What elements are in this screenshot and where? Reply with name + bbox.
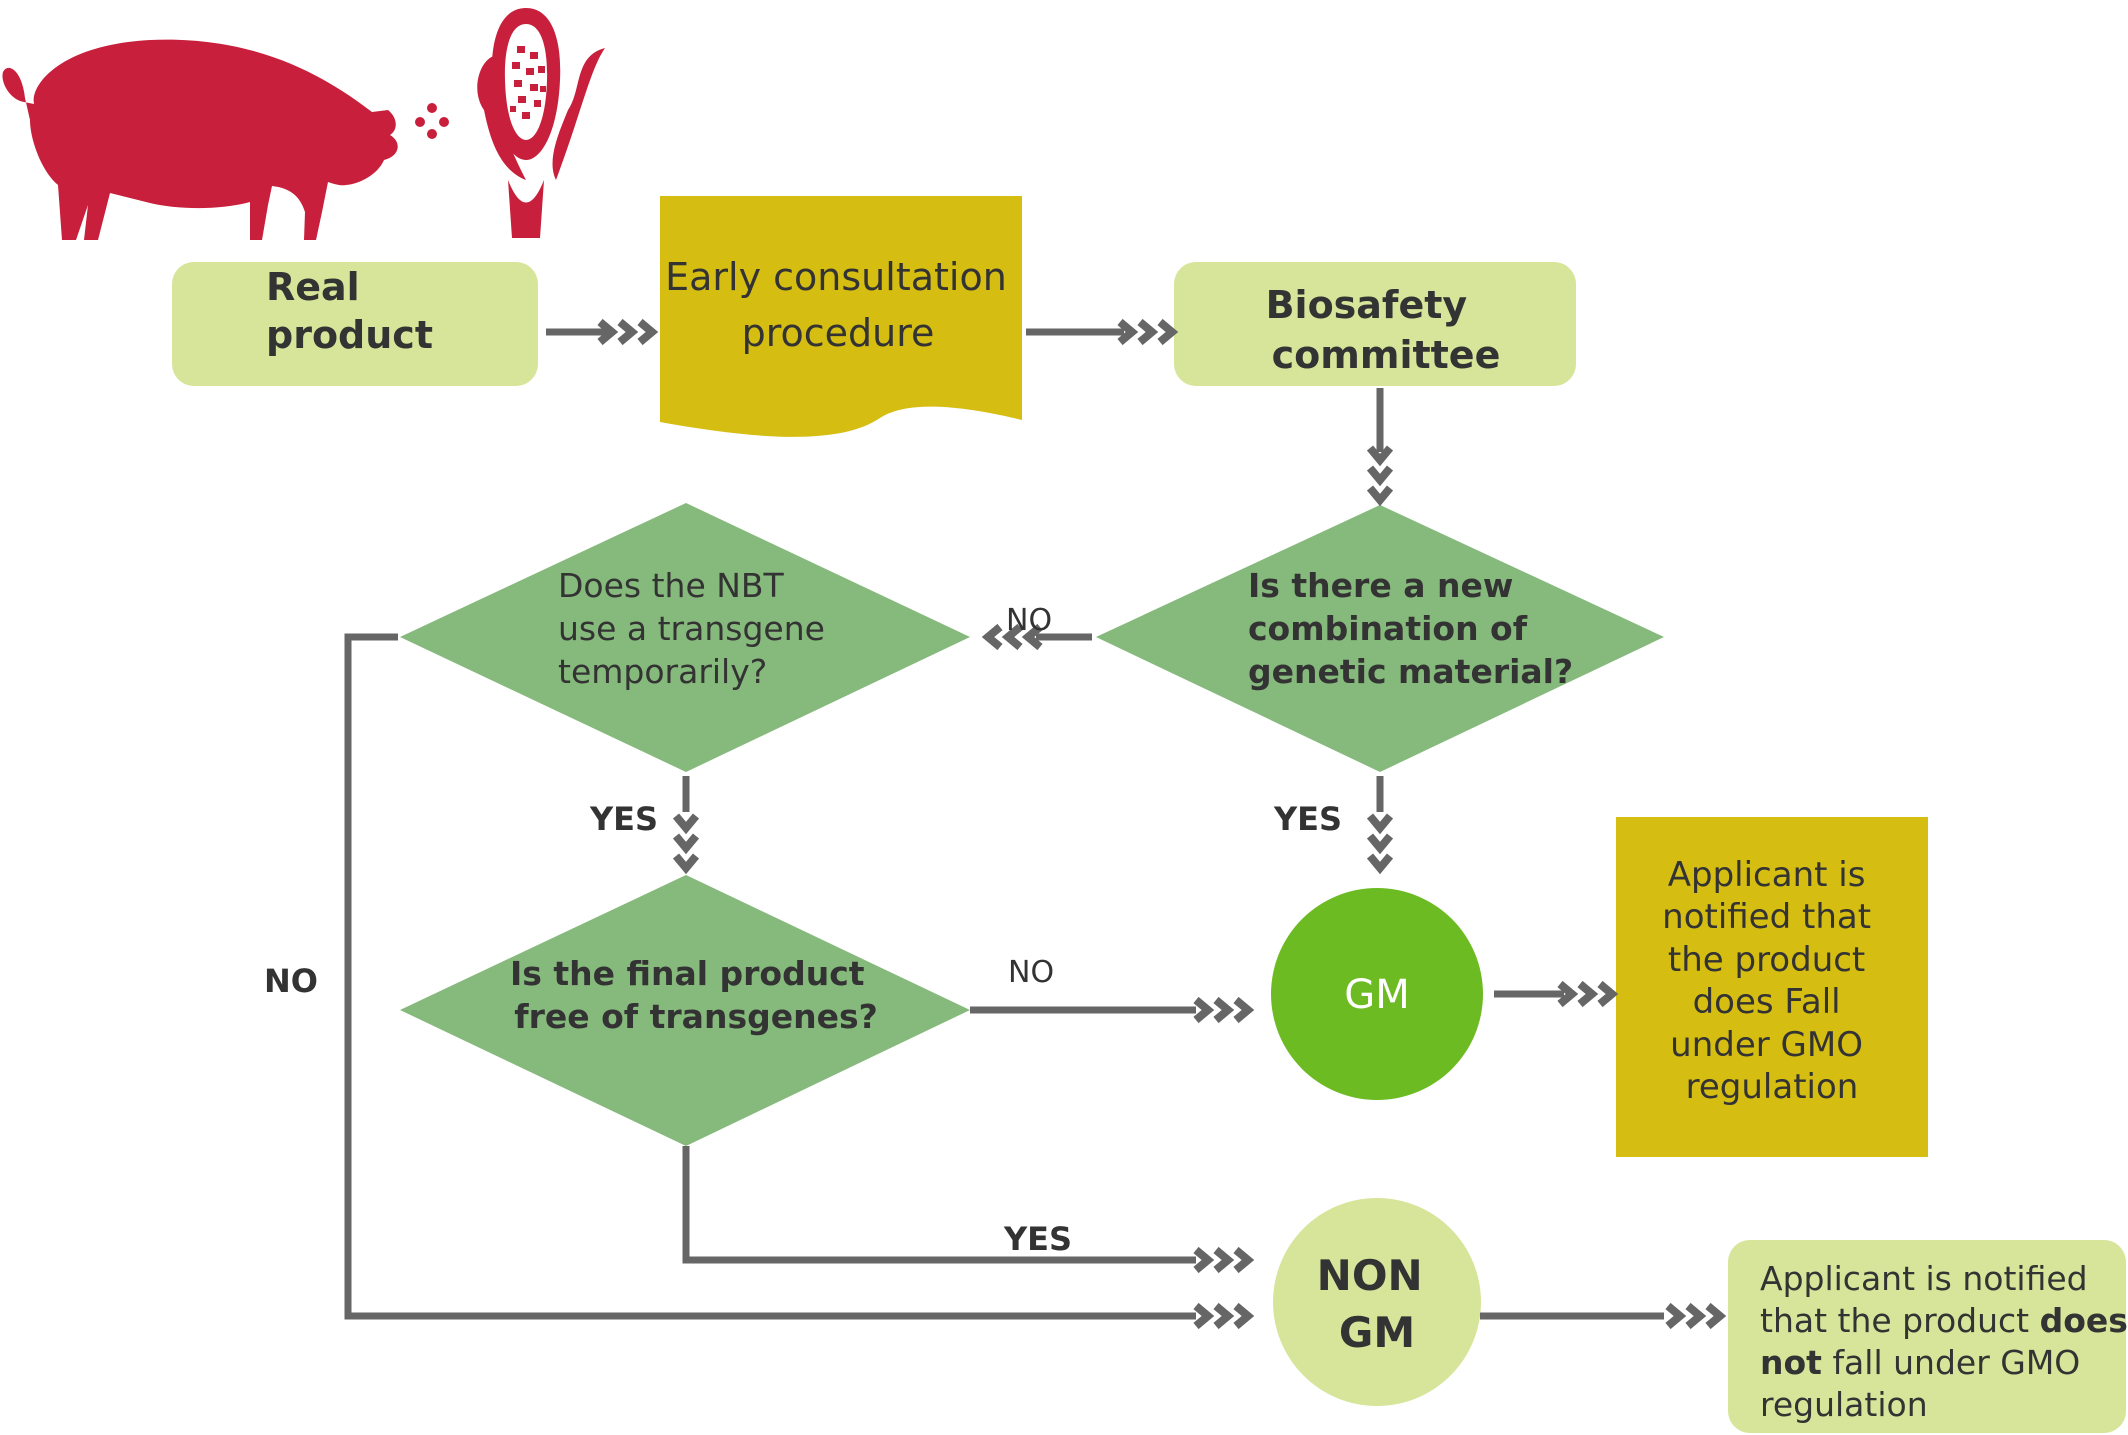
arrow-right-icon [1665,1302,1687,1330]
arrow-right-icon [597,318,619,346]
arrow-left-icon [1001,623,1023,651]
pig-icon [2,39,398,240]
new-combination-label: Is there a new combination of genetic ma… [1248,566,1573,691]
arrow-down-icon [1366,813,1394,835]
arrow-down-icon [672,853,700,875]
arrow-right-icon [1597,980,1619,1008]
arrow-right-icon [1577,980,1599,1008]
arrow-left-icon [1021,623,1043,651]
arrow-right-icon [617,318,639,346]
connector-free-yes-to-nongm [682,1146,1180,1264]
edge-label-yes-right: YES [1273,800,1342,838]
chevron-arrows [597,318,1727,1330]
real-product-box [172,262,538,386]
arrow-down-icon [1366,465,1394,487]
early-consultation-label: Early consultation procedure [665,255,1019,355]
arrow-right-icon [637,318,659,346]
arrow-right-icon [1137,318,1159,346]
edge-label-no-middle: NO [1008,955,1054,990]
arrow-right-icon [1117,318,1139,346]
gm-circle [1271,888,1483,1100]
arrow-left-icon [981,623,1003,651]
gm-label: GM [1344,972,1410,1018]
arrow-down-icon [1366,485,1394,507]
arrow-right-icon [1157,318,1179,346]
transgene-temporarily-diamond [400,503,970,772]
arrow-right-icon [1233,1246,1255,1274]
arrow-down-icon [672,813,700,835]
arrow-down-icon [1366,445,1394,467]
transgene-temporarily-label: Does the NBT use a transgene temporarily… [558,566,835,691]
edge-label-yes-left: YES [589,800,658,838]
arrow-right-icon [1193,1302,1215,1330]
dots-icon [415,103,449,139]
edge-label-no-left: NO [264,962,318,1000]
biosafety-committee-label: Biosafety committee [1266,283,1501,377]
connector-temp-no-to-nongm [344,633,1180,1320]
free-of-transgenes-label: Is the final product free of transgenes? [510,954,878,1036]
non-gm-label: NON GM [1317,1251,1438,1357]
gm-notice-label: Applicant is notified that the product d… [1662,855,1882,1107]
early-consultation-box [660,196,1022,437]
arrow-right-icon [1213,996,1235,1024]
arrow-down-icon [672,833,700,855]
arrow-right-icon [1557,980,1579,1008]
arrow-right-icon [1685,1302,1707,1330]
arrow-right-icon [1213,1302,1235,1330]
arrow-right-icon [1193,996,1215,1024]
edge-label-yes-bottom: YES [1003,1220,1072,1258]
arrow-right-icon [1233,996,1255,1024]
connector-extensions [1180,1006,1196,1320]
gm-notice-box [1616,817,1928,1157]
non-gm-notice-box [1728,1240,2126,1433]
arrow-down-icon [1366,833,1394,855]
corn-icon [477,8,605,238]
arrow-right-icon [1213,1246,1235,1274]
connector-lines [344,328,1664,1320]
biosafety-committee-box [1174,262,1576,386]
arrow-right-icon [1193,1246,1215,1274]
non-gm-circle [1273,1198,1481,1406]
free-of-transgenes-diamond [400,875,970,1146]
arrow-right-icon [1705,1302,1727,1330]
real-product-label: Real product [266,265,433,357]
non-gm-notice-label: Applicant is notified that the product d… [1760,1259,2128,1424]
new-combination-diamond [1096,505,1664,772]
arrow-down-icon [1366,853,1394,875]
arrow-right-icon [1233,1302,1255,1330]
edge-label-no-top: NO [1006,603,1052,638]
